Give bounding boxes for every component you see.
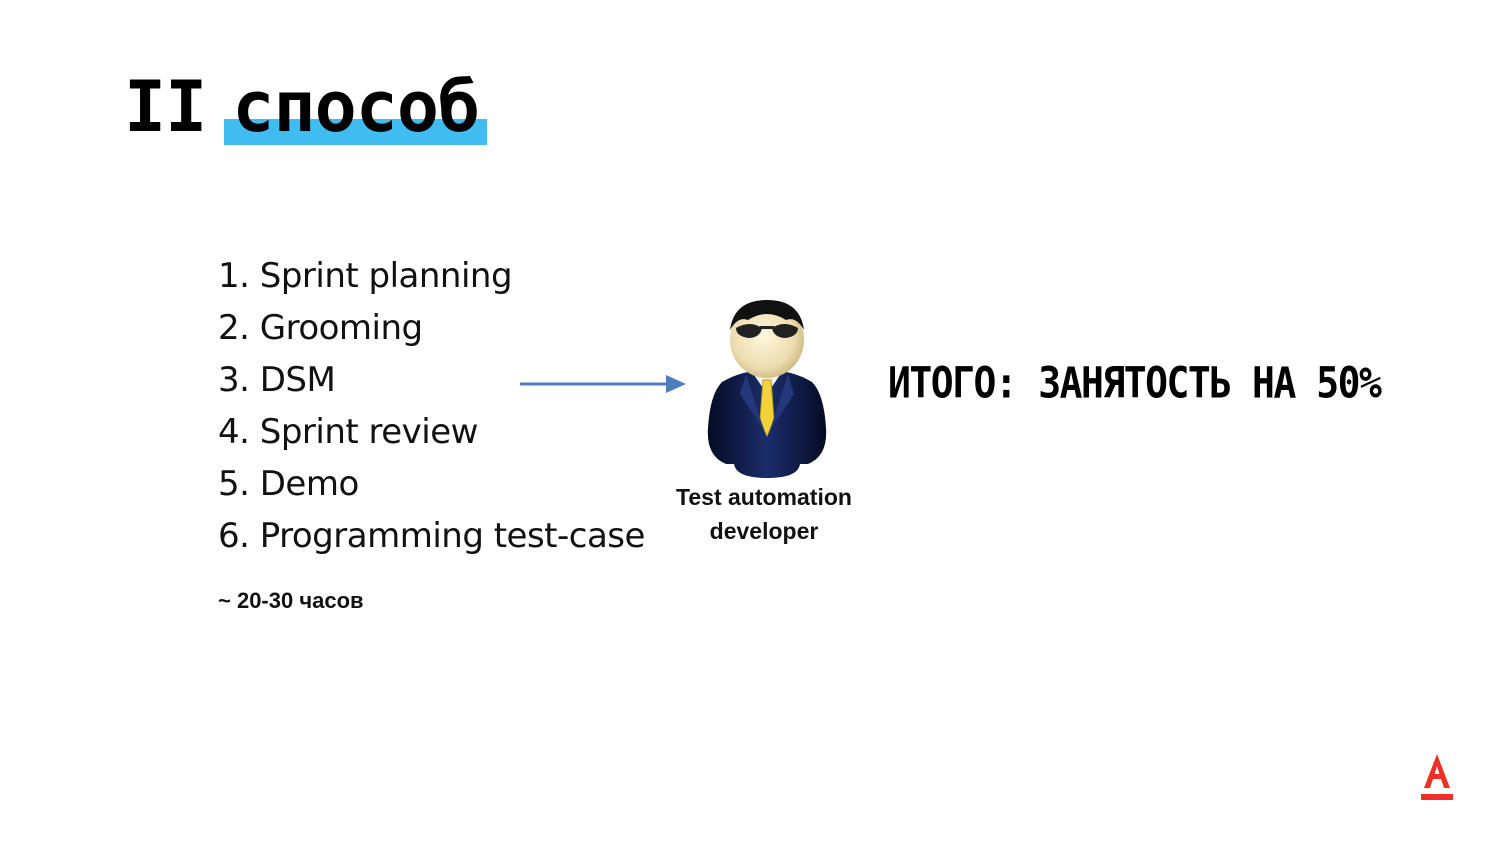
- businessman-icon: [707, 300, 827, 478]
- title-roman-numeral: II: [124, 66, 207, 148]
- steps-list: 1. Sprint planning 2. Grooming 3. DSM 4.…: [218, 250, 645, 562]
- role-line-2: developer: [709, 518, 819, 544]
- list-item: 4. Sprint review: [218, 412, 478, 452]
- arrow-right-icon: [520, 375, 686, 393]
- list-item: 2. Grooming: [218, 308, 423, 348]
- list-item: 6. Programming test-case: [218, 516, 645, 556]
- total-label: ИТОГО:: [888, 358, 1018, 408]
- role-line-1: Test automation: [676, 484, 852, 510]
- title-word: способ: [224, 62, 488, 152]
- list-item: 5. Demo: [218, 464, 359, 504]
- slide-title: II способ: [124, 62, 488, 152]
- title-word-text: способ: [232, 66, 480, 148]
- total-summary: ИТОГО: ЗАНЯТОСТЬ НА 50%: [888, 355, 1382, 411]
- role-caption: Test automation developer: [654, 480, 874, 548]
- total-value: ЗАНЯТОСТЬ НА 50%: [1038, 358, 1382, 408]
- list-item: 3. DSM: [218, 360, 336, 400]
- alfa-bank-logo: [1421, 754, 1453, 800]
- hours-note: ~ 20-30 часов: [218, 588, 364, 613]
- list-item: 1. Sprint planning: [218, 256, 513, 296]
